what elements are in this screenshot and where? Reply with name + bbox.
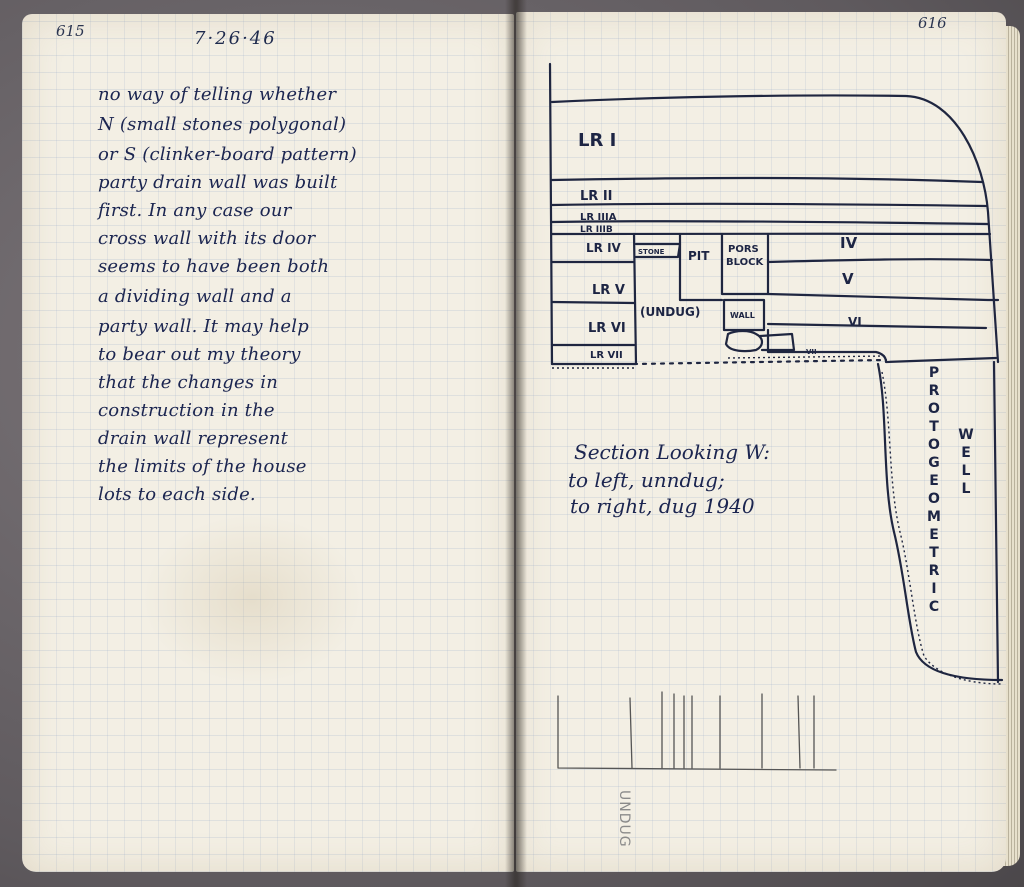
note-line: drain wall represent [98, 428, 289, 449]
note-line: cross wall with its door [98, 228, 316, 249]
vertical-letter: C [928, 599, 940, 615]
note-line: or S (clinker-board pattern) [98, 144, 357, 165]
vertical-letter: W [958, 427, 974, 443]
vertical-letter: O [928, 437, 940, 453]
undug-label: (UNDUG) [640, 305, 700, 319]
caption-line: to right, dug 1940 [570, 494, 755, 518]
note-line: that the changes in [98, 372, 278, 393]
paper-stain [142, 514, 362, 684]
left-page-number: 615 [56, 22, 85, 40]
layer-label: LR IV [586, 241, 622, 255]
book-spine [505, 0, 527, 887]
note-line: to bear out my theory [98, 344, 301, 365]
well-outline [876, 362, 1004, 682]
vertical-letter: L [961, 481, 971, 497]
entry-date: 7·26·46 [194, 28, 277, 49]
well-right-edge [992, 360, 1000, 684]
layer-boundary-top [550, 94, 1000, 364]
wall-label: WALL [730, 311, 755, 320]
vertical-letter: E [929, 527, 939, 543]
layer-label: LR II [580, 189, 613, 204]
undug-pillar-left [632, 232, 638, 366]
right-page [516, 12, 1006, 872]
vertical-letter: P [928, 365, 940, 381]
layer-label-vii: VII [806, 348, 817, 356]
layer-boundary [766, 322, 988, 330]
layer-boundary [766, 292, 1000, 302]
vertical-letter: R [928, 563, 940, 579]
section-drawing: LR I LR II LR IIIA LR IIIB LR IV LR V LR… [548, 62, 1004, 771]
layer-boundary [766, 258, 994, 264]
layer-label: LR VI [588, 321, 626, 336]
section-left-edge [548, 62, 554, 366]
note-line: party wall. It may help [98, 316, 309, 337]
vertical-letter: E [961, 445, 971, 461]
layer-boundary [550, 176, 984, 184]
caption-line: to left, unndug; [568, 468, 725, 492]
layer-boundary [550, 300, 636, 305]
layer-boundary [766, 328, 998, 364]
layer-label: LR V [592, 283, 625, 298]
note-line: first. In any case our [98, 200, 292, 221]
layer-boundary [550, 220, 990, 226]
layer-label: LR IIIB [580, 225, 613, 235]
vertical-letter: O [928, 401, 940, 417]
ground-hatch [881, 371, 1003, 685]
note-line: a dividing wall and a [98, 286, 292, 307]
wall-stones [724, 329, 764, 353]
note-line: party drain wall was built [98, 172, 338, 193]
note-line: the limits of the house [98, 456, 307, 477]
vertical-letter: L [961, 463, 971, 479]
layer-label-v: V [842, 270, 854, 288]
layer-label: LR VII [590, 350, 623, 361]
layer-boundary [550, 202, 988, 208]
vertical-letter: G [928, 455, 940, 471]
note-line: N (small stones polygonal) [98, 114, 347, 135]
layer-label-iv: IV [840, 234, 858, 252]
stone-label: STONE [638, 248, 665, 256]
vertical-letter: M [927, 509, 941, 525]
wall-box [722, 298, 766, 332]
wall-stones [758, 332, 796, 352]
note-line: seems to have been both [98, 256, 330, 277]
caption-line: Section Looking W: [574, 440, 770, 464]
vertical-letter: E [929, 473, 939, 489]
vertical-letter: T [929, 419, 939, 435]
note-line: construction in the [98, 400, 275, 421]
note-line: no way of telling whether [98, 84, 337, 105]
poros-block-outline [720, 232, 770, 296]
layer-label: LR IIIA [580, 212, 617, 223]
note-line: lots to each side. [98, 484, 256, 505]
ground-hatch [727, 355, 887, 359]
left-page [22, 14, 514, 872]
layer-label-vi: VI [848, 315, 862, 329]
vertical-letter: T [929, 545, 939, 561]
pit-label: PIT [688, 249, 710, 263]
vertical-letter: R [928, 383, 940, 399]
layer-label: LR I [578, 130, 616, 151]
pencil-section [557, 695, 837, 771]
dug-level-dotted [632, 358, 888, 366]
right-page-number: 616 [918, 14, 947, 32]
vertical-letter: O [928, 491, 940, 507]
vertical-letter: I [931, 581, 937, 597]
pencil-undug-note: UNDUG [616, 790, 632, 848]
pit-outline [678, 232, 724, 302]
